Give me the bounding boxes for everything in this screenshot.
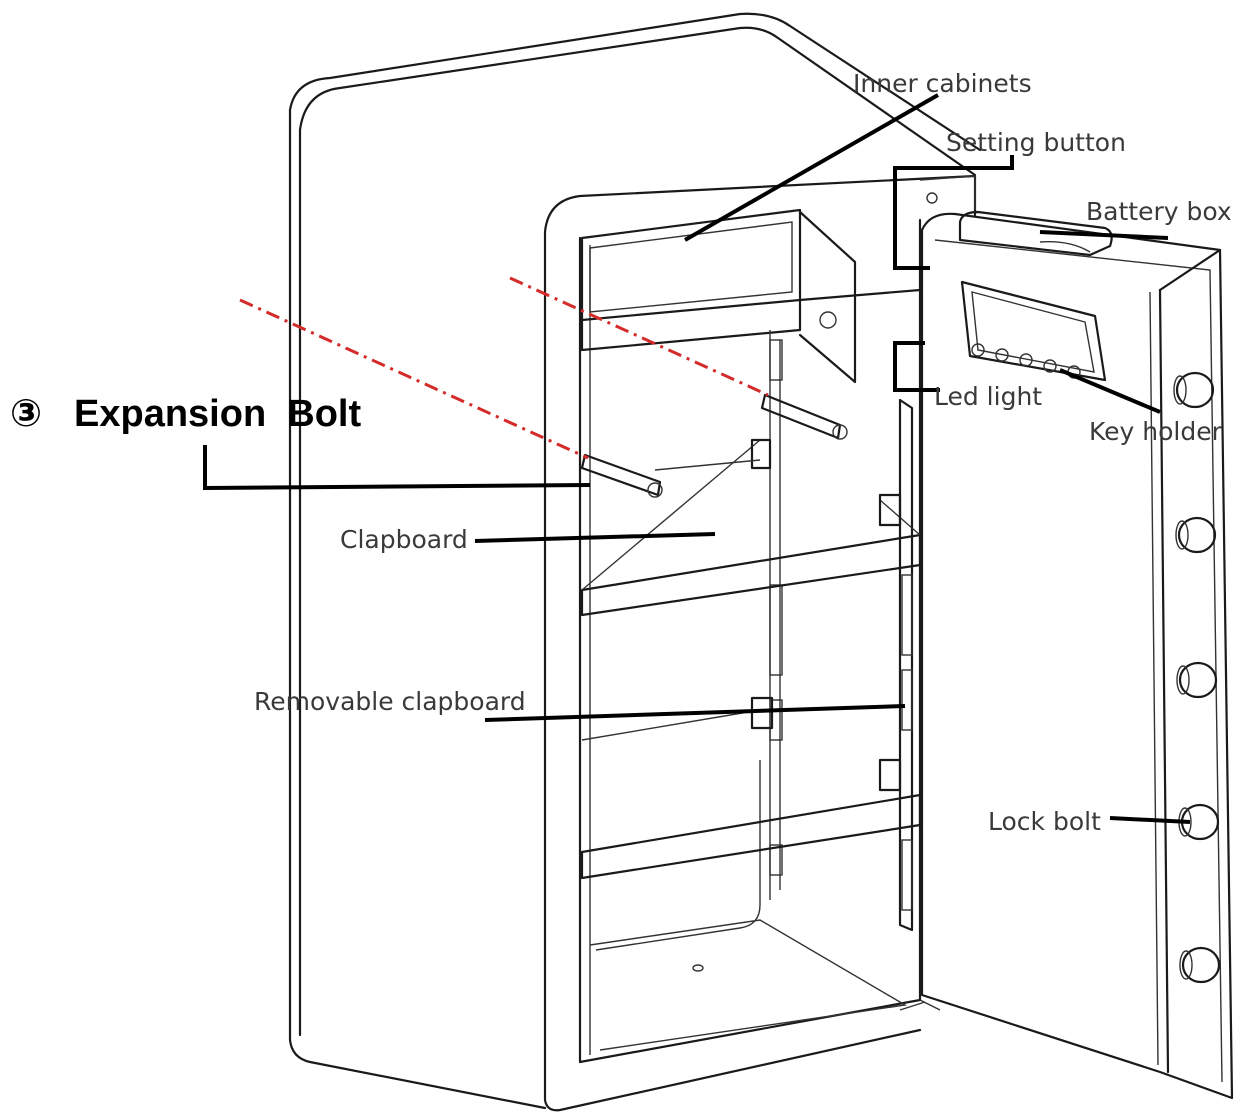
leader-lines xyxy=(203,93,1191,824)
label-key-holder: Key holder xyxy=(1089,417,1223,446)
keypad-display xyxy=(960,280,1107,382)
leader-clapboard xyxy=(474,532,716,543)
battery-box-shape xyxy=(958,210,1113,257)
leader-inner-cabinets xyxy=(684,93,939,242)
inner-cabinet xyxy=(580,208,922,384)
back-wall xyxy=(595,330,914,951)
clapboard-shelf xyxy=(580,438,922,617)
label-removable-clapboard: Removable clapboard xyxy=(254,687,526,716)
leader-battery-box xyxy=(1039,230,1169,240)
removable-clapboard-shelf xyxy=(580,696,922,880)
label-led-light: Led light xyxy=(934,382,1042,411)
cabinet-body xyxy=(288,12,982,1112)
expansion-bolt-drawings xyxy=(580,393,848,498)
leader-key-holder xyxy=(1059,368,1161,414)
label-expansion-bolt: Expansion Bolt xyxy=(74,393,361,435)
label-expansion-marker: ③ xyxy=(10,393,42,435)
cabinet-top xyxy=(288,12,982,152)
bolt-guide-lines xyxy=(239,276,769,460)
label-setting-button: Setting button xyxy=(946,128,1126,157)
cabinet-floor xyxy=(589,919,908,1051)
labels: Inner cabinets Setting button Battery bo… xyxy=(10,69,1232,836)
leader-led-light xyxy=(893,341,940,392)
guide-line-upper xyxy=(509,276,769,397)
guide-line-lower xyxy=(239,298,589,460)
leader-expansion-bolt xyxy=(203,445,591,491)
lock-bolts xyxy=(1173,371,1221,984)
safe-door xyxy=(899,175,1234,1100)
cabinet-left-side xyxy=(288,108,547,1110)
label-battery-box: Battery box xyxy=(1086,197,1232,226)
door-panel xyxy=(920,212,1234,1100)
leader-lock-bolt xyxy=(1109,816,1191,824)
cabinet-opening xyxy=(578,218,922,1064)
leader-setting-button xyxy=(893,155,1014,270)
label-lock-bolt: Lock bolt xyxy=(988,807,1101,836)
leader-removable-clapboard xyxy=(484,704,906,722)
label-clapboard: Clapboard xyxy=(340,525,468,554)
label-inner-cabinets: Inner cabinets xyxy=(853,69,1032,98)
cabinet-front-frame xyxy=(543,174,977,1112)
